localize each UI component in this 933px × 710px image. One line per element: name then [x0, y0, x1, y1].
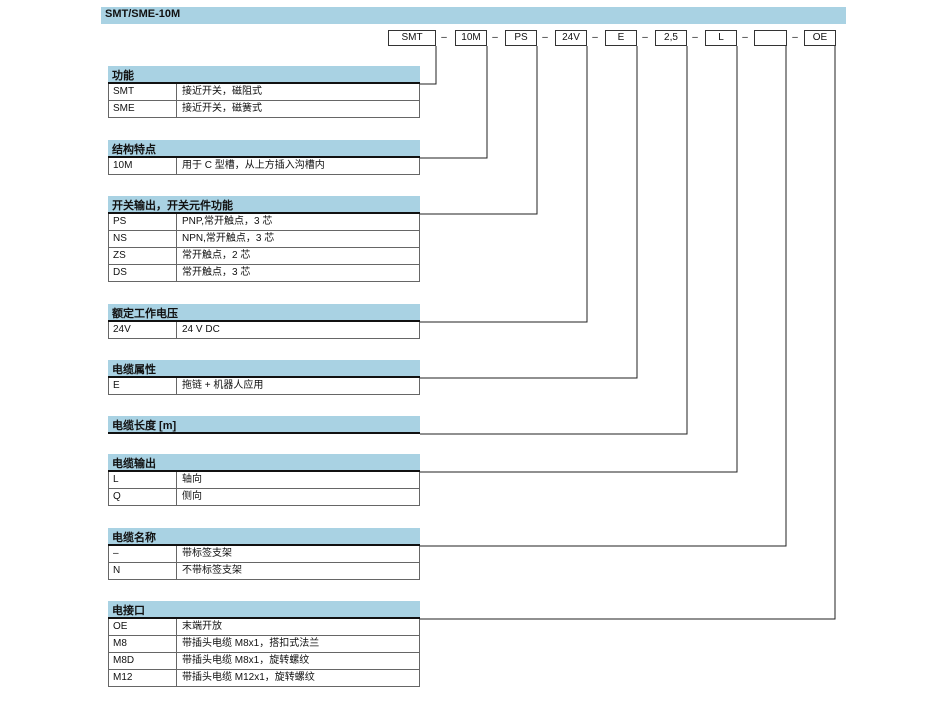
table-row: M12 带插头电缆 M12x1，旋转螺纹 [108, 670, 420, 687]
section-header: 电缆名称 [108, 528, 420, 546]
code-box-connection: OE [804, 30, 836, 46]
code-dash: – [542, 32, 548, 43]
code-dash: – [642, 32, 648, 43]
section-title: 功能 [112, 70, 134, 82]
section-cable-designation: 电缆名称 –带标签支架 N 不带标签支架 [108, 528, 420, 580]
option-code: PS [109, 214, 177, 230]
section-title: 额定工作电压 [112, 308, 178, 320]
option-description: 常开触点，3 芯 [182, 267, 251, 278]
title-bar: SMT/SME-10M [101, 7, 846, 24]
table-row: DS 常开触点，3 芯 [108, 265, 420, 282]
table-row: PS PNP,常开触点，3 芯 [108, 214, 420, 231]
table-row: ZS 常开触点，2 芯 [108, 248, 420, 265]
option-description: 用于 C 型槽，从上方插入沟槽内 [182, 160, 325, 171]
section-header: 结构特点 [108, 140, 420, 158]
code-box-switch-output: PS [505, 30, 537, 46]
option-code: NS [109, 231, 177, 247]
table-row: 24V 24 V DC [108, 322, 420, 339]
table-row: L 轴向 [108, 472, 420, 489]
section-header: 电缆属性 [108, 360, 420, 378]
option-description: 带插头电缆 M8x1，搭扣式法兰 [182, 638, 320, 649]
option-description: 侧向 [182, 491, 202, 502]
option-code: N [109, 563, 177, 579]
table-row: SMT 接近开关，磁阻式 [108, 84, 420, 101]
section-header: 电缆输出 [108, 454, 420, 472]
table-row: Q 侧向 [108, 489, 420, 506]
code-box-cable-designation [754, 30, 787, 46]
section-design: 结构特点 10M 用于 C 型槽，从上方插入沟槽内 [108, 140, 420, 175]
option-description: 常开触点，2 芯 [182, 250, 251, 261]
option-description: 不带标签支架 [182, 565, 242, 576]
table-row: –带标签支架 [108, 546, 420, 563]
table-row: 10M 用于 C 型槽，从上方插入沟槽内 [108, 158, 420, 175]
option-description: 带插头电缆 M8x1，旋转螺纹 [182, 655, 310, 666]
option-code: M8D [109, 653, 177, 669]
section-switch-output: 开关输出，开关元件功能 PS PNP,常开触点，3 芯 NS NPN,常开触点，3 … [108, 196, 420, 282]
section-title: 电缆长度 [m] [112, 420, 177, 432]
code-dash: – [692, 32, 698, 43]
code-box-design: 10M [455, 30, 487, 46]
option-code: 10M [109, 158, 177, 174]
section-electrical-connection: 电接口 OE 末端开放 M8 带插头电缆 M8x1，搭扣式法兰 M8D 带插头电缆 M… [108, 601, 420, 687]
option-code: 24V [109, 322, 177, 338]
table-row: M8 带插头电缆 M8x1，搭扣式法兰 [108, 636, 420, 653]
document-title: SMT/SME-10M [105, 8, 181, 20]
option-code: E [109, 378, 177, 394]
code-box-function: SMT [388, 30, 436, 46]
section-voltage: 额定工作电压 24V 24 V DC [108, 304, 420, 339]
section-cable-output: 电缆输出 L 轴向 Q 侧向 [108, 454, 420, 506]
section-title: 电缆名称 [112, 532, 156, 544]
option-description: 轴向 [182, 474, 202, 485]
section-header: 开关输出，开关元件功能 [108, 196, 420, 214]
code-dash: – [492, 32, 498, 43]
section-header: 额定工作电压 [108, 304, 420, 322]
option-description: 拖链 + 机器人应用 [182, 380, 264, 391]
option-description: 带插头电缆 M12x1，旋转螺纹 [182, 672, 315, 683]
option-description: PNP,常开触点，3 芯 [182, 216, 273, 227]
section-header: 电缆长度 [m] [108, 416, 420, 434]
code-dash: – [792, 32, 798, 43]
section-title: 结构特点 [112, 144, 156, 156]
option-code: ZS [109, 248, 177, 264]
code-box-voltage: 24V [555, 30, 587, 46]
option-code: SME [109, 101, 177, 117]
section-title: 电接口 [112, 605, 145, 617]
option-code: DS [109, 265, 177, 281]
code-box-cable-property: E [605, 30, 637, 46]
section-function: 功能 SMT 接近开关，磁阻式 SME 接近开关，磁簧式 [108, 66, 420, 118]
option-code: – [109, 546, 177, 562]
table-row: SME 接近开关，磁簧式 [108, 101, 420, 118]
section-cable-property: 电缆属性 E 拖链 + 机器人应用 [108, 360, 420, 395]
table-row: E 拖链 + 机器人应用 [108, 378, 420, 395]
section-title: 开关输出，开关元件功能 [112, 200, 233, 212]
table-row: N 不带标签支架 [108, 563, 420, 580]
option-description: 24 V DC [182, 324, 220, 335]
option-description: 带标签支架 [182, 548, 232, 559]
table-row: NS NPN,常开触点，3 芯 [108, 231, 420, 248]
table-row: OE 末端开放 [108, 619, 420, 636]
option-code: SMT [109, 84, 177, 100]
section-title: 电缆输出 [112, 458, 156, 470]
option-description: 接近开关，磁簧式 [182, 103, 262, 114]
option-code: Q [109, 489, 177, 505]
option-code: L [109, 472, 177, 488]
option-description: 末端开放 [182, 621, 222, 632]
option-code: OE [109, 619, 177, 635]
section-title: 电缆属性 [112, 364, 156, 376]
section-header: 功能 [108, 66, 420, 84]
code-dash: – [742, 32, 748, 43]
table-row: M8D 带插头电缆 M8x1，旋转螺纹 [108, 653, 420, 670]
code-box-cable-length: 2,5 [655, 30, 687, 46]
option-code: M8 [109, 636, 177, 652]
section-header: 电接口 [108, 601, 420, 619]
code-dash: – [592, 32, 598, 43]
code-box-cable-output: L [705, 30, 737, 46]
option-description: 接近开关，磁阻式 [182, 86, 262, 97]
option-code: M12 [109, 670, 177, 686]
section-cable-length: 电缆长度 [m] [108, 416, 420, 434]
code-dash: – [441, 32, 447, 43]
option-description: NPN,常开触点，3 芯 [182, 233, 275, 244]
